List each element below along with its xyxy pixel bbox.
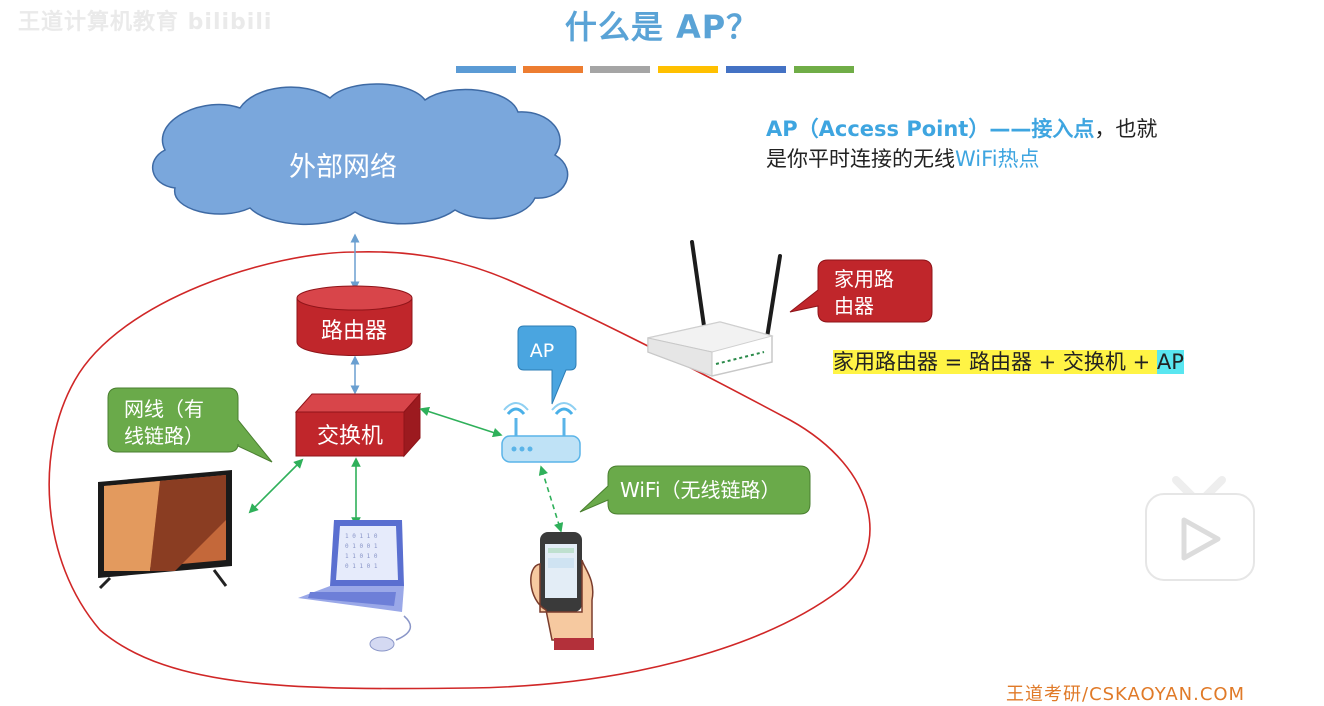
- wifi-callout-label: WiFi（无线链路）: [620, 478, 781, 502]
- wifi-link-callout: WiFi（无线链路）: [579, 465, 811, 515]
- svg-text:0 1 1 0 1: 0 1 1 0 1: [345, 563, 378, 570]
- wired-callout-line1: 网线（有: [124, 397, 204, 421]
- external-network-cloud: 外部网络: [151, 83, 569, 226]
- link-switch-tv: [248, 458, 304, 514]
- switch-icon: 交换机: [294, 392, 422, 458]
- watermark: 王道计算机教育 bilibili: [18, 10, 273, 35]
- title-bar-2: [523, 66, 583, 73]
- external-network-label: 外部网络: [289, 152, 397, 183]
- link-ap-phone: [538, 465, 564, 533]
- phone-icon: [530, 532, 594, 650]
- home-router-callout-line2: 由器: [834, 294, 874, 318]
- title-bar-3: [590, 66, 650, 73]
- formula-ap: AP: [1156, 350, 1184, 374]
- title-bar-4: [658, 66, 718, 73]
- network-boundary: [48, 250, 871, 690]
- ap-definition-term: AP（Access Point）——接入点: [766, 117, 1095, 141]
- ap-definition: AP（Access Point）——接入点，也就 是你平时连接的无线WiFi热点: [766, 114, 1216, 174]
- svg-text:1 1 0 1 0: 1 1 0 1 0: [345, 553, 378, 560]
- ap-definition-wifi: WiFi热点: [955, 147, 1040, 171]
- router-icon: 路由器: [296, 285, 413, 356]
- title-bar-1: [456, 66, 516, 73]
- router-label: 路由器: [321, 319, 387, 344]
- tv-icon: [98, 470, 232, 590]
- svg-text:0 1 0 0 1: 0 1 0 0 1: [345, 543, 378, 550]
- play-icon[interactable]: [1145, 476, 1255, 581]
- page-title: 什么是 AP？: [564, 8, 760, 46]
- title-bar-5: [726, 66, 786, 73]
- ap-definition-line1-rest: ，也就: [1094, 117, 1158, 141]
- ap-callout: AP: [517, 325, 577, 405]
- wired-callout-line2: 线链路）: [124, 424, 204, 448]
- title-color-bars: [456, 66, 854, 73]
- footer-brand: 王道考研/CSKAOYAN.COM: [1006, 684, 1246, 705]
- wired-link-callout: 网线（有 线链路）: [107, 387, 273, 463]
- ap-callout-label: AP: [530, 340, 554, 362]
- title-bar-6: [794, 66, 854, 73]
- home-router-callout: 家用路 由器: [789, 259, 933, 323]
- home-router-formula: 家用路由器 = 路由器 + 交换机 + AP: [833, 347, 1184, 377]
- home-router-callout-line1: 家用路: [834, 267, 894, 291]
- home-router-icon: [647, 240, 782, 377]
- formula-left: 家用路由器 = 路由器 + 交换机 +: [833, 350, 1157, 374]
- access-point-icon: [501, 402, 581, 463]
- link-switch-ap: [419, 406, 503, 438]
- switch-label: 交换机: [317, 424, 383, 449]
- ap-definition-line2: 是你平时连接的无线: [766, 147, 955, 171]
- laptop-icon: 1 0 1 1 0 0 1 0 0 1 1 1 0 1 0 0 1 1 0 1: [298, 520, 412, 652]
- svg-text:1 0 1 1 0: 1 0 1 1 0: [345, 533, 378, 540]
